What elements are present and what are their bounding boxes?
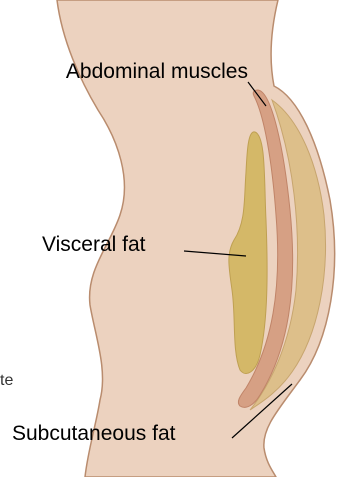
visceral-fat-label: Visceral fat [42,233,146,256]
abdominal-muscles-label: Abdominal muscles [66,60,248,83]
cut-off-text-fragment: te [0,372,13,389]
subcutaneous-fat-label: Subcutaneous fat [12,422,176,445]
